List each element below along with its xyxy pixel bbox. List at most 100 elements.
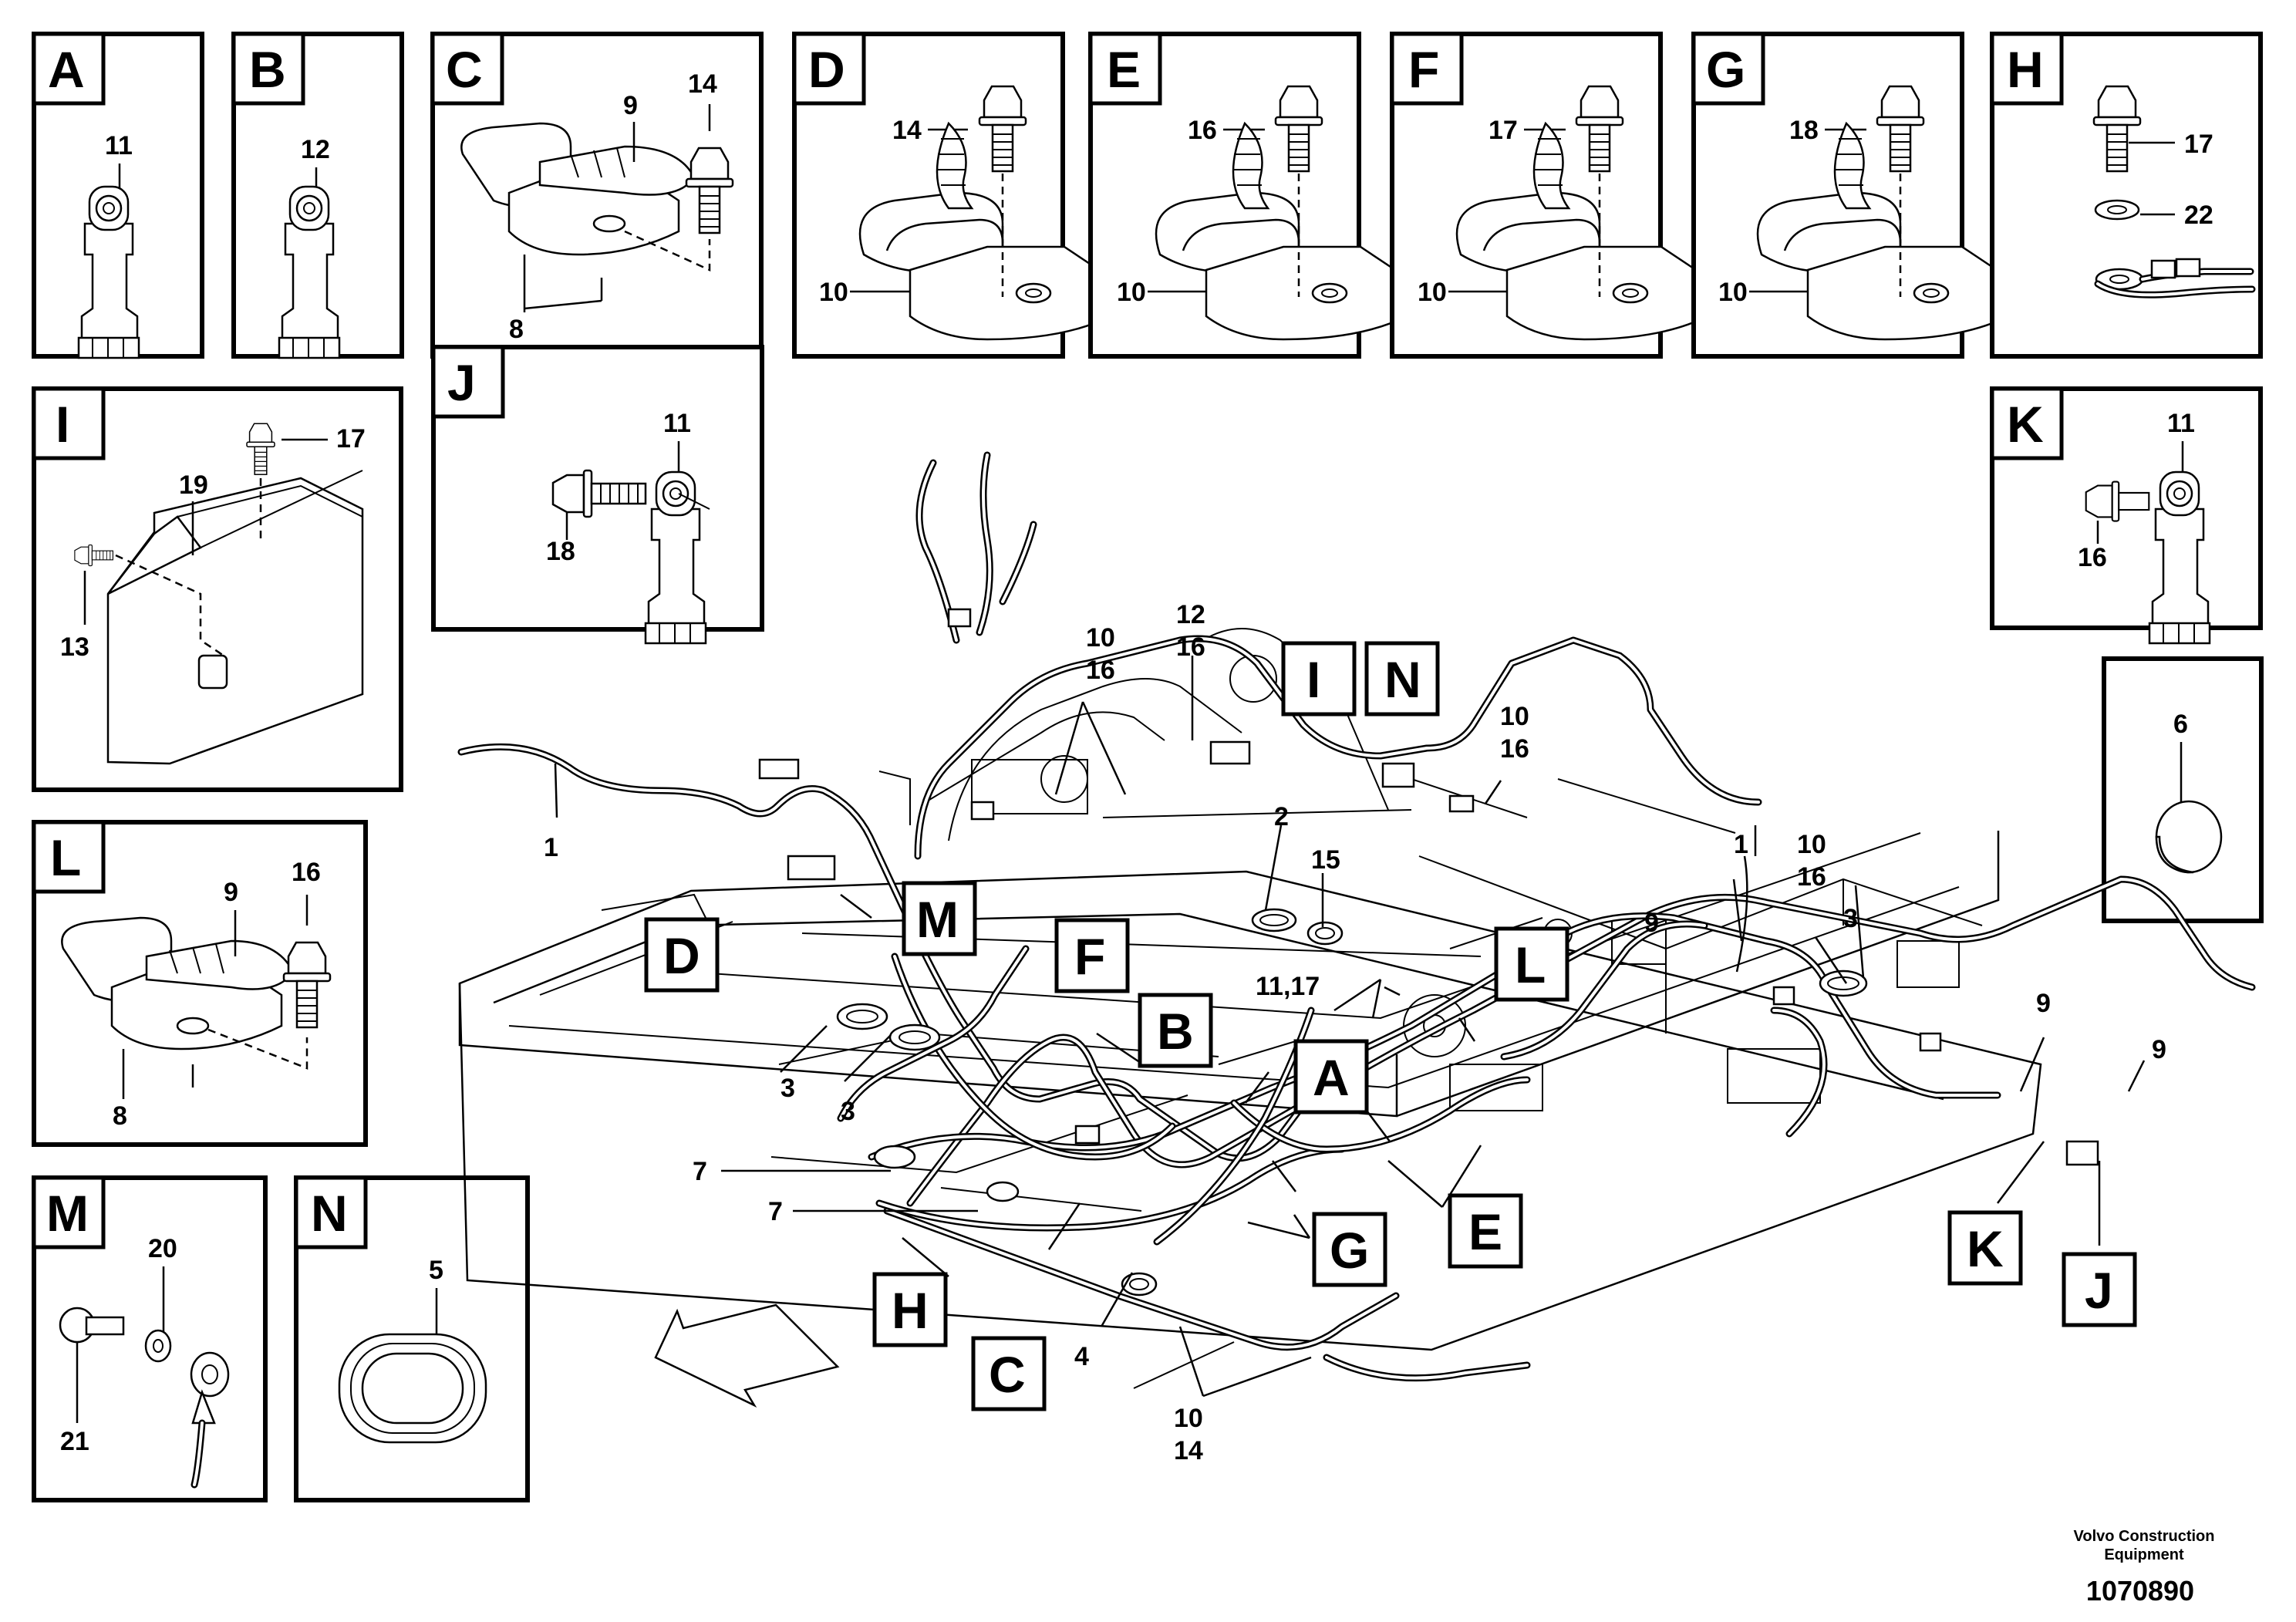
footer: Volvo Construction Equipment 1070890 <box>2074 1528 2215 1607</box>
main-tag-d: D <box>644 917 720 993</box>
detail-panel-i: I 17 19 13 <box>32 386 403 792</box>
svg-text:B: B <box>1157 1003 1194 1060</box>
panel-tag-n: N <box>311 1185 348 1242</box>
panel-tag-e: E <box>1107 41 1141 98</box>
callout-3-b: 3 <box>841 1097 855 1126</box>
panel-tag-k: K <box>2007 396 2044 453</box>
svg-text:J: J <box>2085 1262 2113 1319</box>
part-label-21: 21 <box>60 1427 89 1456</box>
detail-panel-j: J 11 18 <box>431 345 764 645</box>
callout-4: 4 <box>1074 1342 1089 1371</box>
main-tag-h: H <box>872 1272 948 1347</box>
svg-text:G: G <box>1330 1222 1369 1279</box>
panel-tag-g: G <box>1706 41 1745 98</box>
panel-tag-a: A <box>48 41 85 98</box>
callout-10-right: 10 <box>1500 702 1529 731</box>
main-tag-k: K <box>1947 1210 2023 1286</box>
svg-text:H: H <box>892 1282 929 1339</box>
svg-text:I: I <box>1306 651 1320 708</box>
part-label-18: 18 <box>546 537 575 566</box>
footer-company-2: Equipment <box>2104 1546 2184 1563</box>
callout-3-right: 3 <box>1843 904 1858 933</box>
panel-tag-j: J <box>447 354 476 411</box>
part-label-8: 8 <box>509 315 524 344</box>
part-label-17: 17 <box>1489 116 1518 145</box>
panel-tag-b: B <box>249 41 286 98</box>
part-label-14: 14 <box>688 69 717 99</box>
footer-drawing-number: 1070890 <box>2086 1575 2194 1607</box>
detail-panel-n: N 5 <box>294 1175 530 1502</box>
callout-16-b: 16 <box>1176 632 1205 662</box>
panel-tag-f: F <box>1408 41 1439 98</box>
panel-tag-i: I <box>56 396 69 453</box>
main-tag-f: F <box>1054 918 1130 993</box>
part-label-20: 20 <box>148 1234 177 1263</box>
main-tag-l: L <box>1494 926 1569 1002</box>
svg-text:D: D <box>663 927 700 984</box>
part-label-6: 6 <box>2173 710 2188 739</box>
part-label-10: 10 <box>819 278 848 307</box>
detail-panel-l: L 9 16 8 <box>32 820 368 1147</box>
detail-panel-e: E 16 10 <box>1088 32 1408 359</box>
main-tag-g: G <box>1312 1212 1387 1287</box>
detail-panel-a: A 11 <box>32 32 204 359</box>
callout-16-right: 16 <box>1500 734 1529 764</box>
part-label-12: 12 <box>301 135 330 164</box>
svg-text:C: C <box>989 1346 1026 1403</box>
svg-text:A: A <box>1313 1049 1350 1106</box>
direction-arrow-icon <box>654 1303 840 1408</box>
part-label-16: 16 <box>1188 116 1217 145</box>
panel-tag-h: H <box>2007 41 2044 98</box>
part-label-17: 17 <box>2184 130 2213 159</box>
detail-panel-h: H 17 22 <box>1990 32 2263 359</box>
callout-1-left: 1 <box>544 833 558 862</box>
footer-company: Volvo Construction <box>2074 1528 2215 1545</box>
detail-panel-d: D 14 10 <box>792 32 1112 359</box>
panel-tag-c: C <box>446 41 483 98</box>
part-label-16: 16 <box>2078 543 2107 572</box>
detail-panel-k: K 11 16 <box>1990 386 2263 645</box>
part-label-10: 10 <box>1117 278 1146 307</box>
part-label-11: 11 <box>663 409 691 438</box>
svg-text:N: N <box>1384 651 1421 708</box>
detail-panel-m: M 20 21 <box>32 1175 268 1502</box>
callout-16-top: 16 <box>1086 656 1115 685</box>
main-tag-m: M <box>902 881 977 956</box>
callout-15: 15 <box>1311 845 1340 875</box>
svg-text:L: L <box>1515 936 1546 993</box>
callout-9-a: 9 <box>1644 909 1659 938</box>
part-label-11: 11 <box>2167 409 2195 438</box>
callout-10-mid: 10 <box>1797 830 1826 859</box>
part-label-10: 10 <box>1418 278 1447 307</box>
panel-tag-m: M <box>46 1185 89 1242</box>
callout-3-a: 3 <box>781 1074 795 1103</box>
callout-14-bottom: 14 <box>1174 1436 1203 1465</box>
main-tag-e: E <box>1448 1193 1523 1269</box>
part-label-14: 14 <box>892 116 922 145</box>
part-label-13: 13 <box>60 632 89 662</box>
part-label-22: 22 <box>2184 201 2213 230</box>
main-tag-a: A <box>1293 1039 1369 1114</box>
part-label-5: 5 <box>429 1256 443 1285</box>
callout-9-c: 9 <box>2152 1035 2166 1064</box>
callout-9-b: 9 <box>2036 989 2051 1018</box>
panel-tag-d: D <box>808 41 845 98</box>
svg-text:F: F <box>1074 928 1105 985</box>
svg-text:E: E <box>1468 1203 1502 1260</box>
main-callouts: 10 16 12 16 10 16 1 2 15 11,17 1 10 16 3… <box>544 600 2166 1465</box>
main-tag-b: B <box>1138 993 1213 1068</box>
callout-16-mid: 16 <box>1797 862 1826 892</box>
panel-tag-l: L <box>50 829 81 886</box>
main-tag-c: C <box>971 1336 1047 1411</box>
part-label-9: 9 <box>623 91 638 120</box>
part-label-19: 19 <box>179 470 208 500</box>
callout-7-a: 7 <box>693 1157 707 1186</box>
callout-12: 12 <box>1176 600 1205 629</box>
part-label-18: 18 <box>1789 116 1819 145</box>
part-label-10: 10 <box>1718 278 1748 307</box>
svg-text:M: M <box>916 891 959 948</box>
main-tag-i: I <box>1281 641 1357 717</box>
callout-2: 2 <box>1274 802 1289 831</box>
part-label-11: 11 <box>105 131 133 160</box>
main-tag-n: N <box>1364 641 1440 717</box>
